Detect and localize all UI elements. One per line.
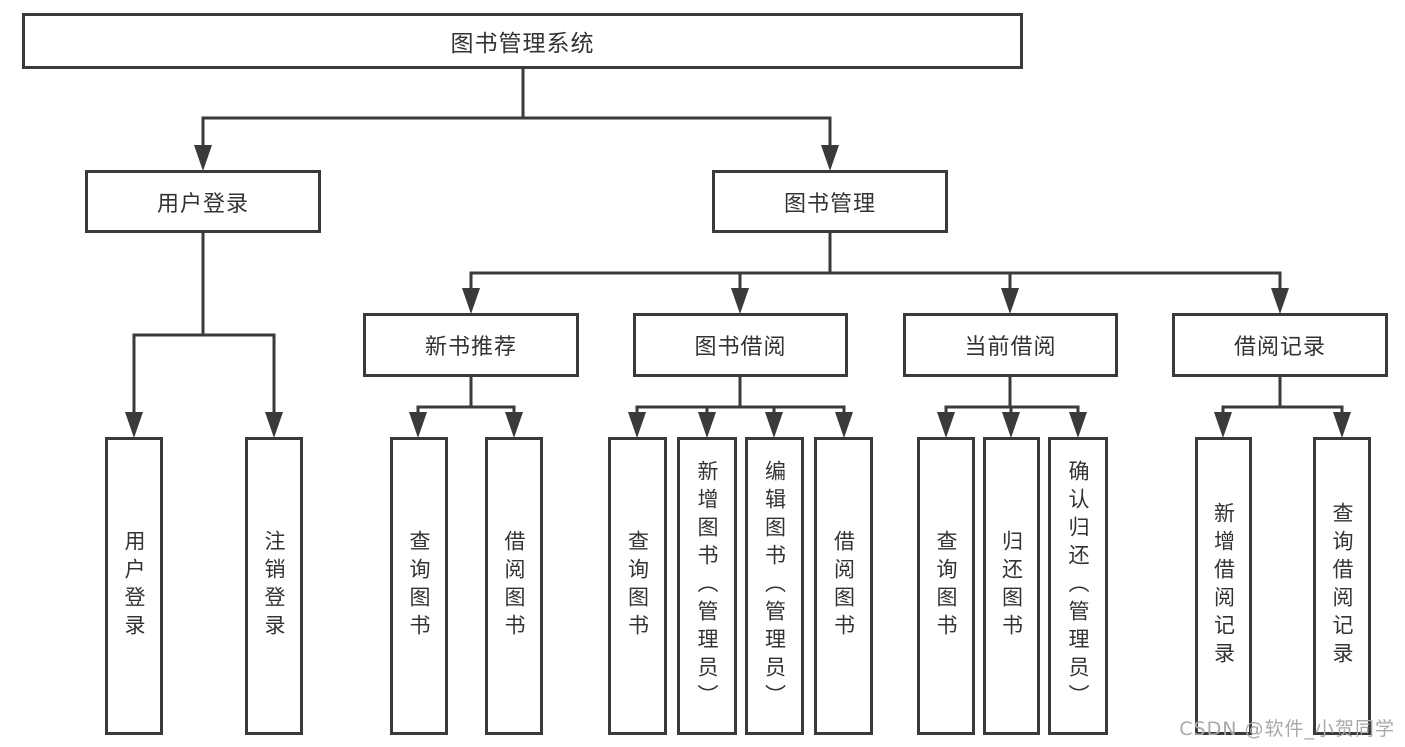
node-user-login: 用户登录 [85,170,321,233]
node-book-borrowing: 图书借阅 [633,313,848,377]
leaf-add-book-admin: 新增图书（管理员） [677,437,737,735]
leaf-query-books-current: 查询图书 [917,437,975,735]
arrowheads [125,145,1351,438]
leaf-borrow-books-recommend: 借阅图书 [485,437,543,735]
leaf-return-book: 归还图书 [983,437,1040,735]
leaf-add-borrow-record: 新增借阅记录 [1195,437,1252,735]
node-book-management-system: 图书管理系统 [22,13,1023,69]
leaf-edit-book-admin: 编辑图书（管理员） [745,437,804,735]
node-current-borrowing: 当前借阅 [903,313,1118,377]
node-book-management: 图书管理 [712,170,948,233]
leaf-query-books-recommend: 查询图书 [390,437,448,735]
leaf-logout: 注销登录 [245,437,303,735]
node-new-book-recommendation: 新书推荐 [363,313,579,377]
watermark: CSDN @软件_小贺同学 [1179,718,1395,740]
leaf-borrow-books-borrowing: 借阅图书 [814,437,873,735]
node-borrowing-records: 借阅记录 [1172,313,1388,377]
leaf-confirm-return-admin: 确认归还（管理员） [1048,437,1108,735]
leaf-query-books-borrowing: 查询图书 [608,437,667,735]
leaf-query-borrow-record: 查询借阅记录 [1313,437,1371,735]
leaf-user-login: 用户登录 [105,437,163,735]
